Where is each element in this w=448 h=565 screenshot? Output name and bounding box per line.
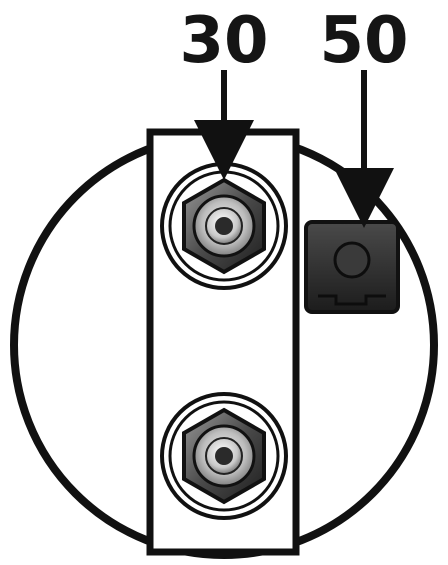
stud-center	[215, 447, 233, 465]
terminal-30-stud-upper	[160, 162, 288, 290]
terminal-30-stud-lower	[160, 392, 288, 520]
terminal-50-connector	[304, 220, 400, 314]
connector-slot	[318, 294, 386, 306]
connector-hole	[333, 241, 371, 279]
label-terminal-50: 50	[319, 4, 408, 78]
label-terminal-30: 30	[179, 4, 268, 78]
stud-center	[215, 217, 233, 235]
